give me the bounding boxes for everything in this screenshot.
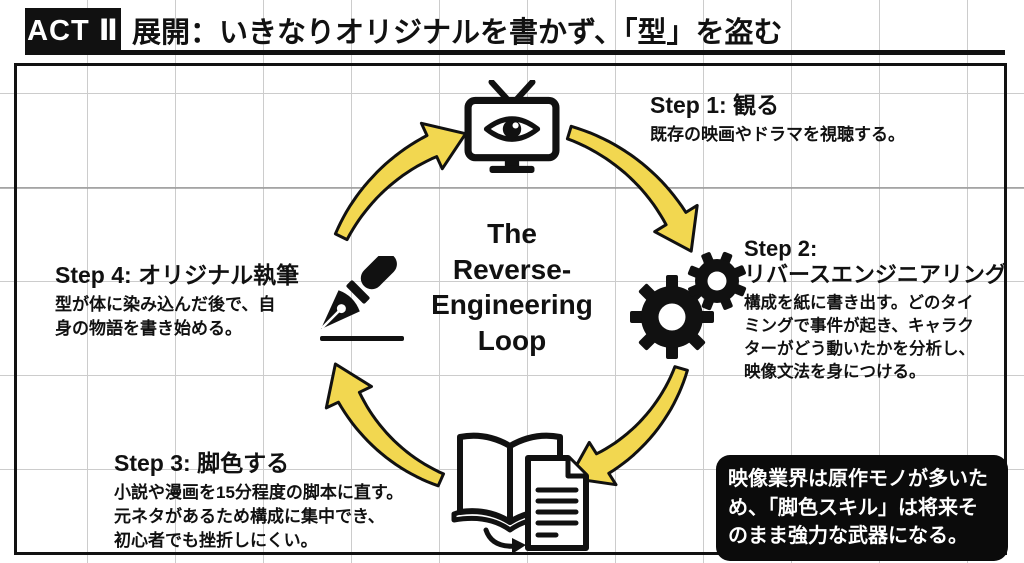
act-badge: ACT Ⅱ — [25, 8, 121, 52]
step-4-block: Step 4: オリジナル執筆 型が体に染み込んだ後で、自 身の物語を書き始める… — [55, 262, 325, 341]
step-1-block: Step 1: 観る 既存の映画やドラマを視聴する。 — [650, 92, 980, 147]
book-to-script-icon — [451, 432, 589, 554]
diagram-frame — [14, 63, 1007, 555]
page-title: 展開：いきなりオリジナルを書かず、「型」を盗む — [132, 17, 783, 49]
loop-title: The Reverse- Engineering Loop — [431, 218, 593, 356]
grid-line-dark — [0, 187, 1024, 189]
step-4-title: Step 4: オリジナル執筆 — [55, 262, 300, 288]
fountain-pen-icon — [320, 256, 404, 341]
step-2-block: Step 2: リバースエンジニアリング 構成を紙に書き出す。どのタイ ミングで… — [744, 236, 1012, 384]
step-4-body: 型が体に染み込んだ後で、自 身の物語を書き始める。 — [55, 294, 276, 338]
header-underline — [25, 50, 1005, 55]
tv-eye-icon — [464, 80, 560, 173]
step-1-title: Step 1: 観る — [650, 92, 780, 118]
step-1-body: 既存の映画やドラマを視聴する。 — [650, 124, 905, 144]
step-3-body: 小説や漫画を15分程度の脚本に直す。 元ネタがあるため構成に集中でき、 初心者で… — [114, 482, 404, 550]
step-3-title: Step 3: 脚色する — [114, 450, 290, 476]
callout-note: 映像業界は原作モノが多いた め、「脚色スキル」は将来そ のまま強力な武器になる。 — [716, 455, 1008, 561]
gears-icon — [630, 251, 747, 359]
step-3-block: Step 3: 脚色する 小説や漫画を15分程度の脚本に直す。 元ネタがあるため… — [114, 450, 444, 553]
gear-large — [630, 275, 714, 359]
step-2-body: 構成を紙に書き出す。どのタイ ミングで事件が起き、キャラク ターがどう動いたかを… — [744, 293, 975, 382]
step-2-title: Step 2: リバースエンジニアリング — [744, 236, 1007, 288]
gear-small — [687, 251, 747, 311]
